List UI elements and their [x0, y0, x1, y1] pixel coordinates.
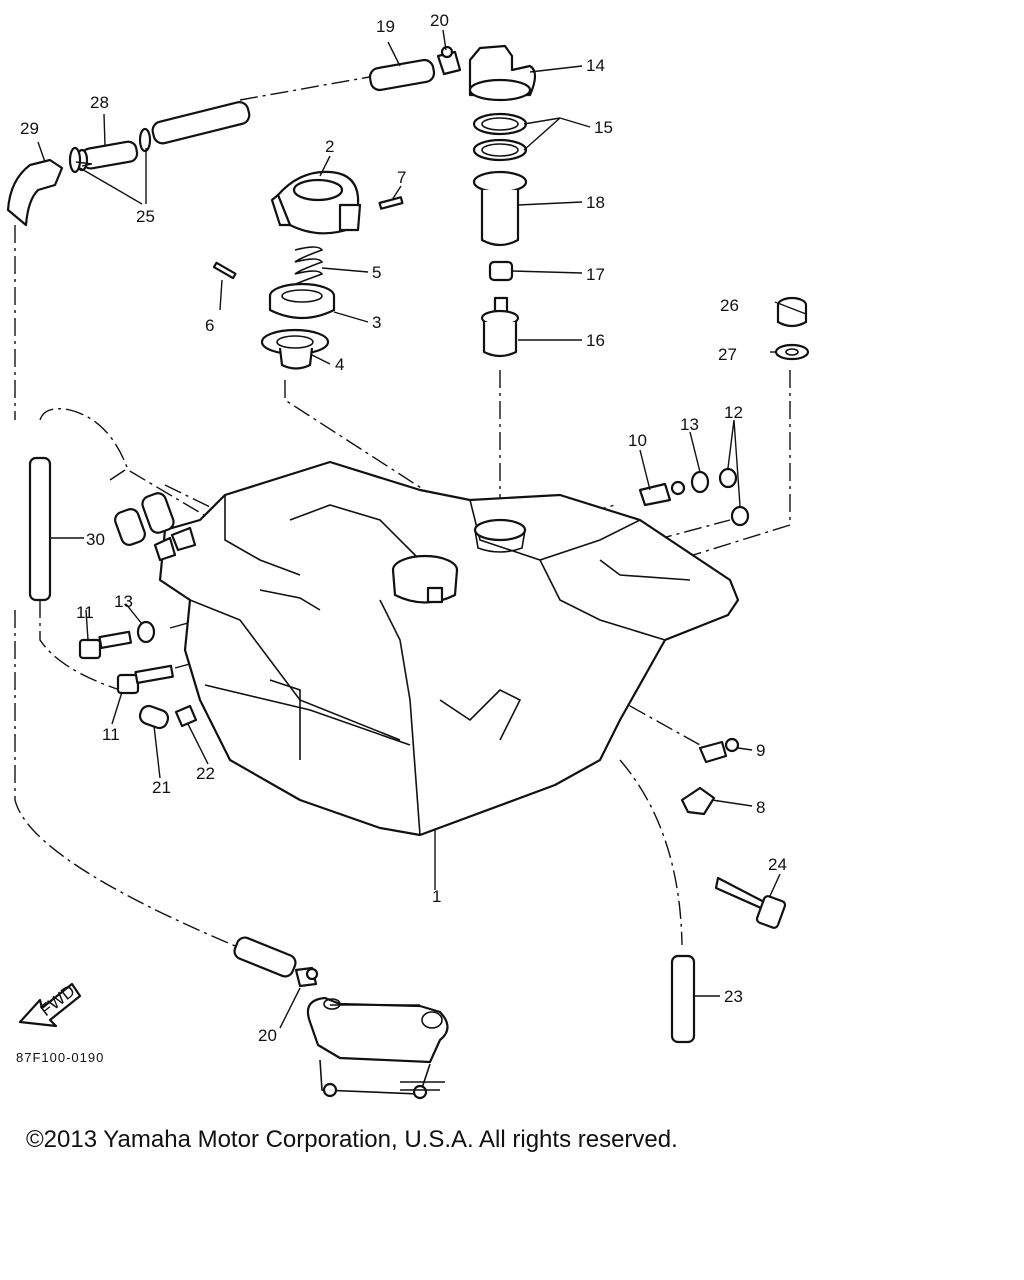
callout-25: 25	[136, 207, 155, 226]
callout-3: 3	[372, 313, 381, 332]
clamp-20-top	[436, 45, 462, 76]
filler-ring	[268, 282, 336, 320]
callout-7: 7	[397, 168, 406, 187]
vent-hose-29	[6, 158, 64, 227]
pickup-16	[480, 296, 520, 358]
vent-hose-long	[151, 101, 251, 145]
callout-16: 16	[586, 331, 605, 350]
hose-23	[670, 954, 696, 1044]
callout-18: 18	[586, 193, 605, 212]
callout-10: 10	[628, 431, 647, 450]
clips-25	[68, 127, 152, 174]
leader-lines	[37, 29, 807, 1029]
pin-7	[378, 196, 404, 210]
callout-20-bottom: 20	[258, 1026, 277, 1045]
washer-27	[774, 343, 810, 361]
cap-21	[138, 704, 170, 730]
callout-14: 14	[586, 56, 605, 75]
cap-8	[680, 786, 716, 816]
callout-labels: 1 2 3 4 5 6 7 8 9 10 11 11 12 13 13 14 1…	[20, 11, 787, 1045]
callout-15: 15	[594, 118, 613, 137]
filter-cap-14	[468, 44, 537, 102]
gauge-24	[714, 876, 787, 929]
fuel-pump	[306, 996, 449, 1100]
callout-29: 29	[20, 119, 39, 138]
o-rings-15	[472, 112, 528, 162]
callout-27: 27	[718, 345, 737, 364]
callout-11-upper: 11	[76, 603, 94, 622]
callout-2: 2	[325, 137, 334, 156]
callout-19: 19	[376, 17, 395, 36]
callout-23: 23	[724, 987, 743, 1006]
callout-13-right: 13	[680, 415, 699, 434]
callout-12: 12	[724, 403, 743, 422]
clip-9	[698, 737, 740, 764]
fuel-tank	[153, 460, 740, 837]
hose-30	[28, 456, 52, 602]
callout-4: 4	[335, 355, 344, 374]
diagram-code: 87F100-0190	[16, 1050, 104, 1065]
washer-13-left	[136, 620, 156, 644]
nuts-12	[718, 467, 750, 527]
bolt-11-upper	[78, 630, 133, 660]
callout-5: 5	[372, 263, 381, 282]
callout-1: 1	[432, 887, 441, 906]
tank-hoses	[114, 492, 175, 546]
callout-22: 22	[196, 764, 215, 783]
hose-bottom	[233, 936, 297, 978]
callout-20-top: 20	[430, 11, 449, 30]
callout-21: 21	[152, 778, 171, 797]
grommet-26	[776, 296, 808, 328]
callout-9: 9	[756, 741, 765, 760]
callout-6: 6	[205, 316, 214, 335]
callout-28: 28	[90, 93, 109, 112]
washer-13-right	[690, 470, 710, 494]
fwd-arrow-icon: FWD	[18, 981, 82, 1028]
callout-11-lower: 11	[102, 725, 120, 744]
clamp-20-bottom	[294, 966, 319, 988]
pin-6	[212, 261, 237, 280]
callout-17: 17	[586, 265, 605, 284]
clamp-22	[174, 704, 198, 728]
spring	[294, 246, 324, 285]
callout-26: 26	[720, 296, 739, 315]
copyright-notice: ©2013 Yamaha Motor Corporation, U.S.A. A…	[26, 1126, 678, 1153]
fuel-tank-exploded-diagram: FWD 1	[6, 11, 810, 1100]
clip-10	[638, 480, 686, 507]
nut-17	[488, 260, 514, 282]
filter-case-18	[472, 170, 528, 247]
filler-neck-gasket	[260, 328, 330, 370]
bolt-11-lower	[116, 664, 174, 695]
callout-8: 8	[756, 798, 765, 817]
filler-cap	[270, 170, 362, 235]
hose-19	[368, 58, 436, 92]
callout-24: 24	[768, 855, 787, 874]
callout-13-left: 13	[114, 592, 133, 611]
callout-30: 30	[86, 530, 105, 549]
